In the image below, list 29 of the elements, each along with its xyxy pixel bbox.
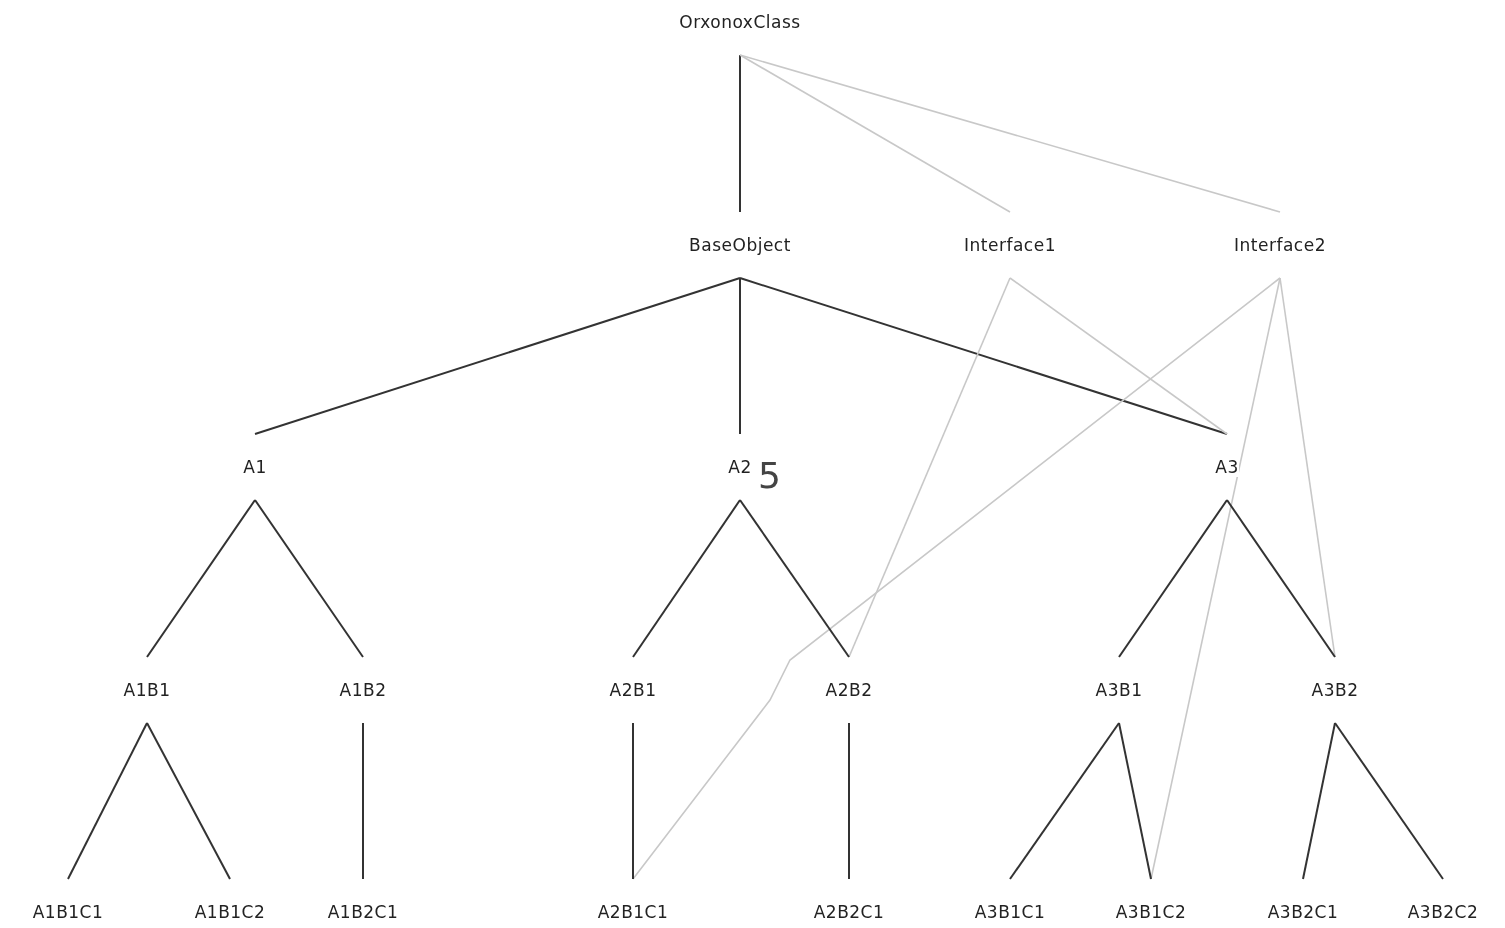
connector-line [146, 722, 231, 880]
connector-line [632, 277, 1281, 880]
connector-line [848, 277, 1011, 658]
connector-line [1009, 277, 1228, 435]
connector-line [254, 277, 741, 435]
connector-line [254, 499, 364, 658]
connector-line [1226, 499, 1336, 658]
connector-line [739, 277, 1228, 435]
connector-line [1279, 277, 1336, 658]
connector-line [146, 499, 256, 658]
connector-line [739, 277, 741, 435]
connector-line [1009, 722, 1120, 880]
connector-line [67, 722, 148, 880]
connector-line [362, 722, 364, 880]
connector-line [1118, 722, 1152, 880]
connector-line [848, 722, 850, 880]
connector-line [739, 499, 850, 658]
connector-line [1118, 499, 1228, 658]
connector-line [632, 499, 741, 658]
class-name: BaseObject [689, 235, 791, 255]
class-name: A3 [1215, 457, 1239, 477]
connector-line [739, 54, 1281, 213]
connector-line [739, 54, 1011, 213]
connector-line [1150, 277, 1281, 880]
connector-line [632, 722, 634, 880]
connector-line [739, 54, 741, 213]
connector-line [1334, 722, 1444, 880]
page-number: 5 [758, 458, 781, 494]
connector-line [1302, 722, 1336, 880]
